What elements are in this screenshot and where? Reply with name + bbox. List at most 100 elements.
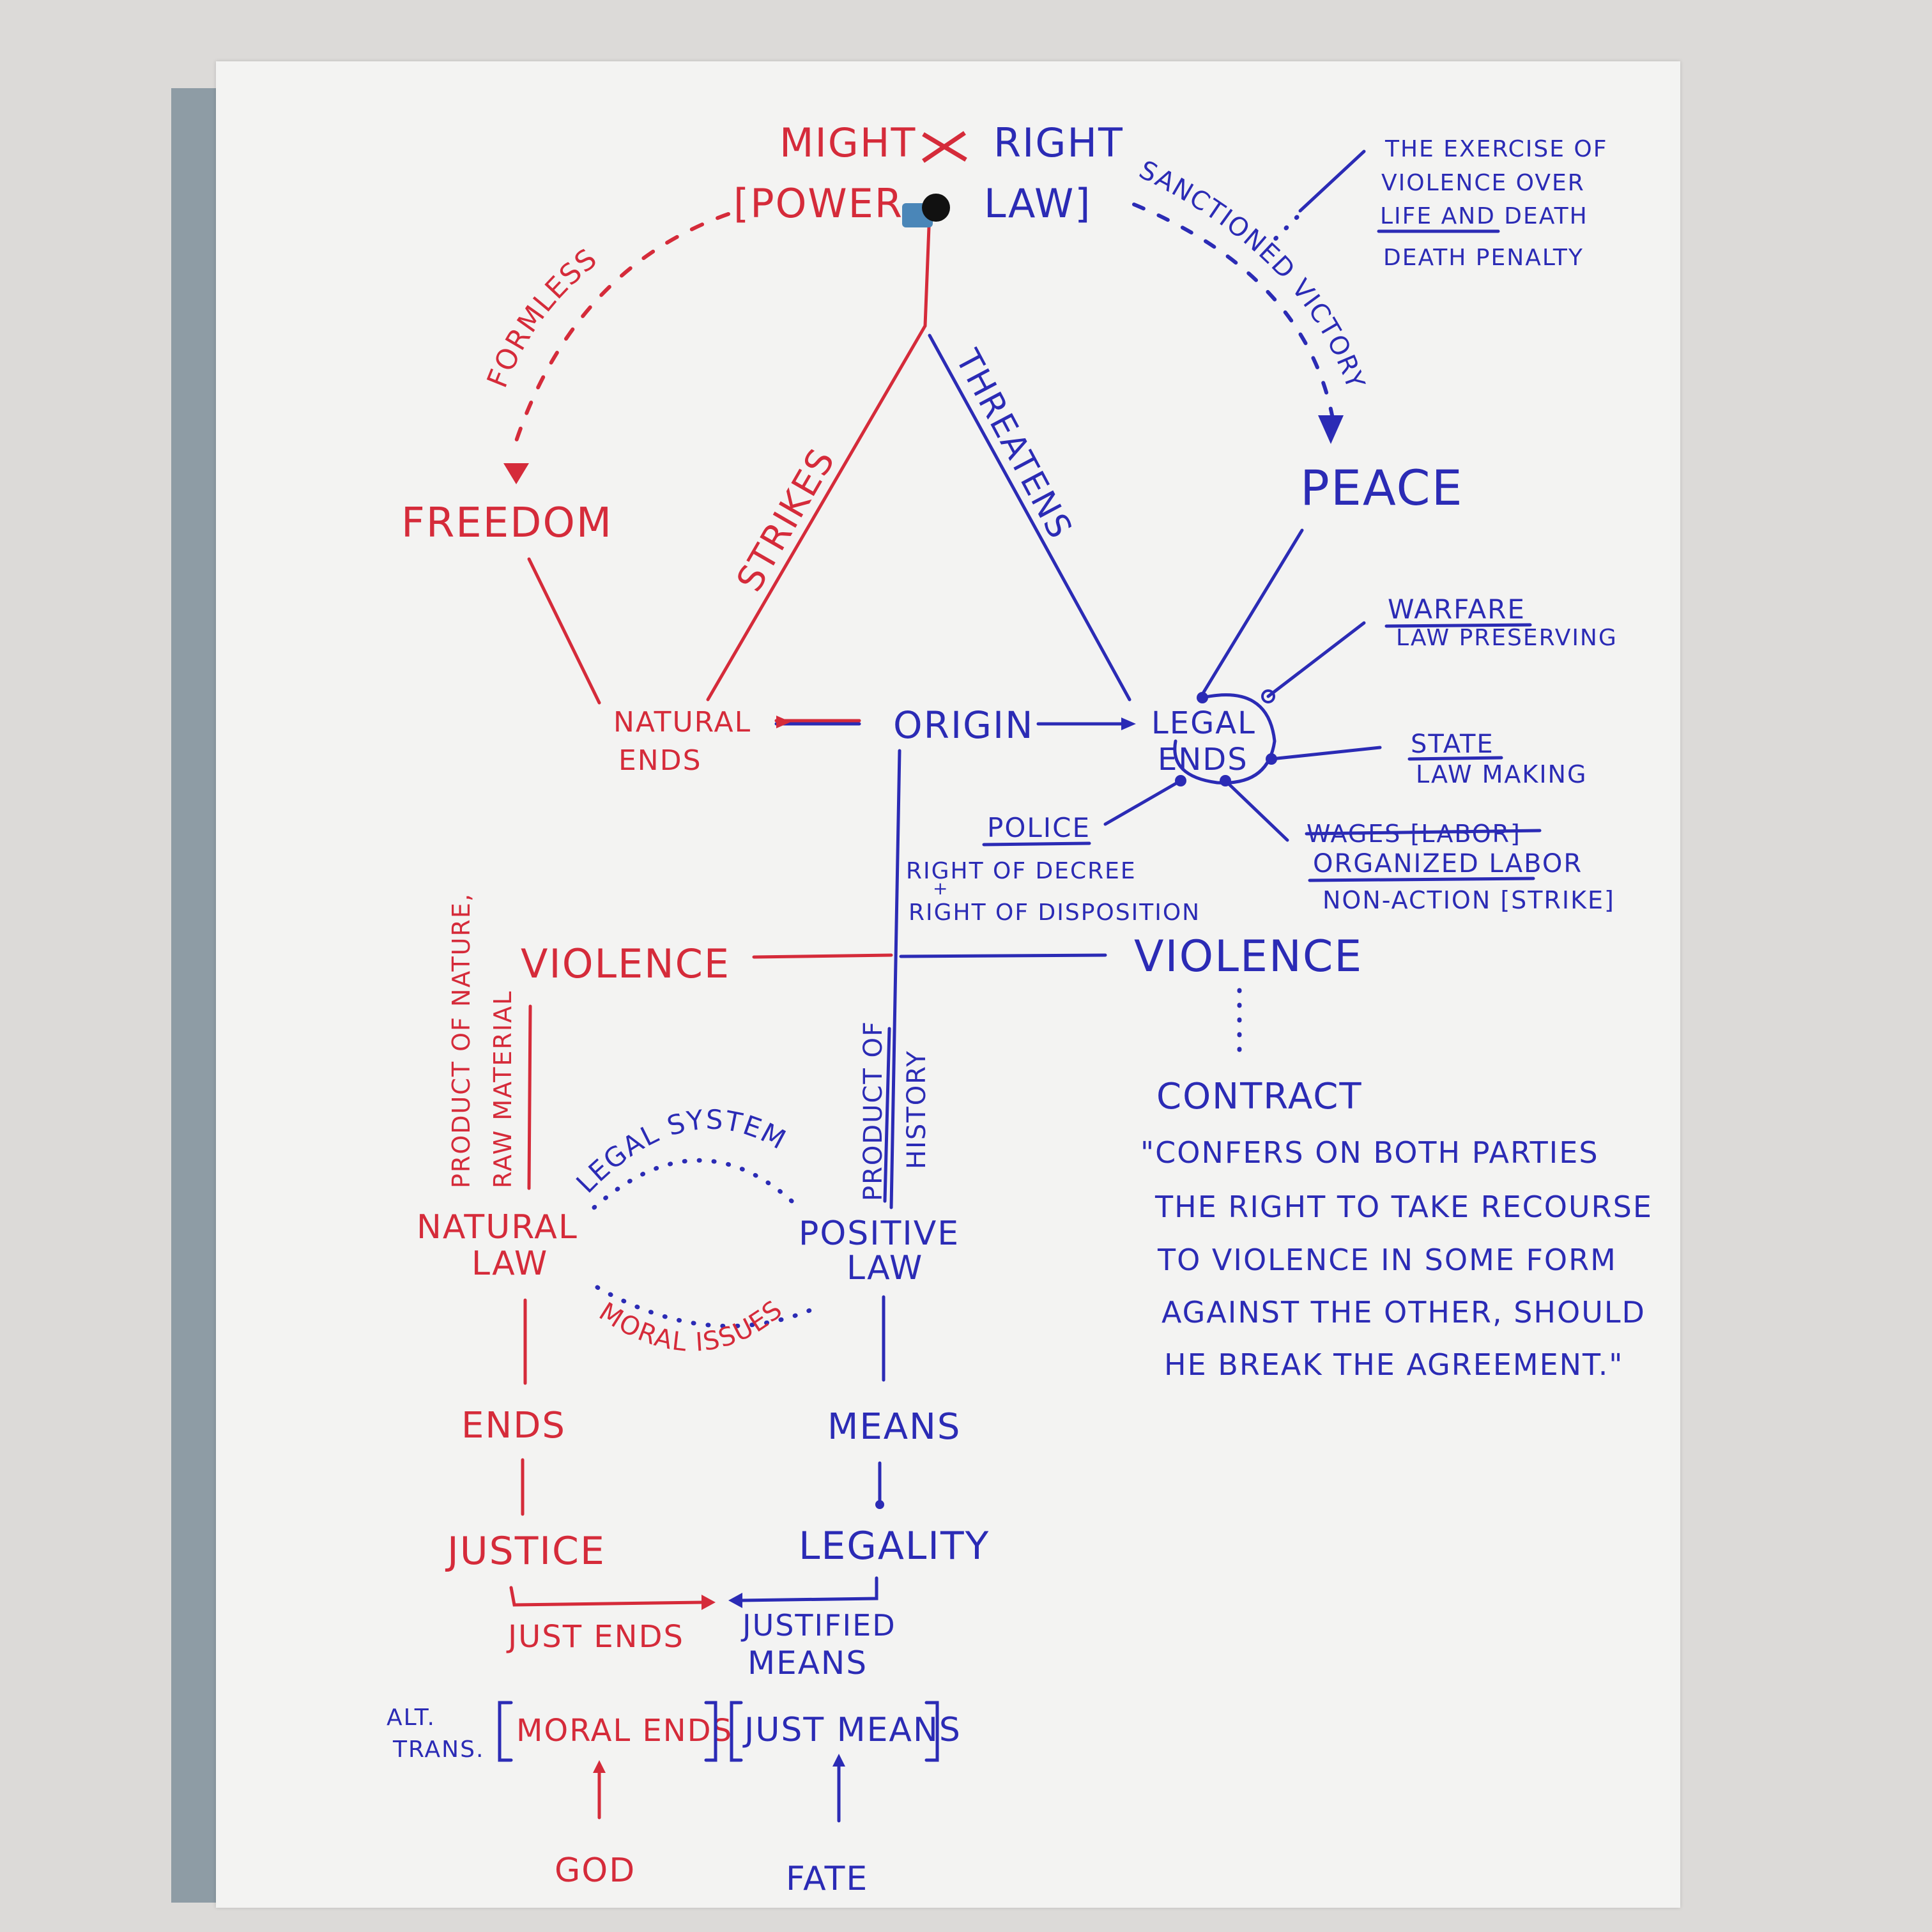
sanctioned-victory-arc — [1132, 203, 1334, 417]
formless-arc — [514, 212, 730, 443]
just-means-label: JUST MEANS — [742, 1711, 962, 1749]
justified-means-line1: JUSTIFIED — [740, 1608, 896, 1643]
warfare-underline — [1384, 623, 1532, 628]
contract-title: CONTRACT — [1156, 1076, 1363, 1117]
strikethrough-line — [1305, 829, 1542, 836]
justice-label: JUSTICE — [445, 1529, 606, 1574]
might-label: MIGHT — [779, 119, 916, 166]
contract-quote-line1: "CONFERS ON BOTH PARTIES — [1140, 1135, 1599, 1170]
violence-left-label: VIOLENCE — [521, 940, 730, 987]
just-ends-label: JUST ENDS — [506, 1619, 684, 1655]
police-label: POLICE — [987, 812, 1091, 843]
note-line3: LIFE AND DEATH — [1380, 203, 1588, 229]
legal-system-dotted-arc — [592, 1158, 804, 1213]
law-making-label: LAW MAKING — [1416, 760, 1587, 788]
god-arrowhead — [593, 1760, 606, 1773]
legal-ends-node — [1175, 775, 1186, 786]
legal-ends-ring — [1173, 693, 1276, 785]
peace-arrowhead — [1318, 415, 1344, 444]
warfare-spoke — [1266, 621, 1366, 698]
product-history-line2: HISTORY — [902, 1050, 931, 1169]
power-label: [POWER — [733, 180, 903, 227]
legal-ends-node — [1261, 689, 1275, 703]
product-nature-line1: PRODUCT OF NATURE, — [447, 893, 475, 1188]
push-pin-icon — [922, 194, 950, 222]
legal-ends-arrowhead — [1121, 717, 1136, 730]
strikes-label: STRIKES — [729, 441, 844, 599]
state-underline — [1407, 756, 1503, 761]
note-pointer-dots — [1272, 215, 1300, 242]
legal-ends-node — [1220, 775, 1231, 786]
violence-left-line — [752, 953, 893, 959]
moral-issues-label: MORAL ISSUES — [594, 1294, 789, 1358]
police-underline — [982, 841, 1091, 847]
note-pointer-line — [1298, 150, 1366, 213]
positive-law-line1: POSITIVE — [799, 1215, 960, 1253]
legal-ends-line2: ENDS — [1158, 742, 1248, 778]
threatens-label: THREATENS — [947, 343, 1079, 546]
moral-ends-label: MORAL ENDS — [516, 1713, 733, 1749]
violence-right-line — [899, 953, 1107, 958]
peace-label: PEACE — [1300, 459, 1464, 516]
state-spoke — [1269, 746, 1382, 761]
legal-ends-node — [1197, 692, 1208, 703]
contract-quote-line3: TO VIOLENCE IN SOME FORM — [1157, 1243, 1617, 1277]
freedom-arrowhead — [503, 463, 529, 484]
freedom-label: FREEDOM — [401, 500, 613, 547]
moral-ends-bracket-right — [704, 1701, 717, 1762]
origin-label: ORIGIN — [893, 703, 1034, 747]
product-nature-underline — [527, 1004, 532, 1190]
freedom-natural-ends-line — [527, 557, 601, 705]
police-plus-label: + — [933, 878, 949, 899]
non-action-strike-label: NON-ACTION [STRIKE] — [1322, 886, 1615, 914]
means-label: MEANS — [827, 1406, 961, 1448]
means-legality-dot — [875, 1500, 884, 1509]
organized-labor-label: ORGANIZED LABOR — [1313, 849, 1583, 878]
god-label: GOD — [555, 1851, 636, 1890]
law-preserving-label: LAW PRESERVING — [1396, 625, 1618, 651]
cross-icon — [922, 131, 967, 163]
fate-label: FATE — [786, 1860, 868, 1898]
product-nature-line2: RAW MATERIAL — [489, 990, 517, 1188]
product-history-line1: PRODUCT OF — [859, 1020, 888, 1201]
just-ends-arrowhead — [702, 1595, 716, 1610]
warfare-label: WARFARE — [1388, 594, 1526, 625]
organized-labor-underline — [1308, 877, 1535, 882]
legality-bracket — [739, 1576, 878, 1602]
alt-trans-line2: TRANS. — [392, 1736, 484, 1763]
labor-spoke — [1223, 779, 1289, 842]
alt-trans-line1: ALT. — [387, 1705, 436, 1731]
right-label: RIGHT — [993, 119, 1124, 166]
police-spoke — [1103, 779, 1183, 826]
note-line2: VIOLENCE OVER — [1381, 170, 1585, 196]
top-stem-line — [923, 209, 931, 328]
contract-quote-line5: HE BREAK THE AGREEMENT." — [1164, 1347, 1623, 1382]
positive-law-line2: LAW — [847, 1249, 923, 1287]
justified-means-line2: MEANS — [747, 1644, 868, 1682]
product-history-underline — [883, 1027, 891, 1203]
right-of-decree-label: RIGHT OF DECREE — [906, 858, 1137, 884]
formless-label: FORMLESS — [481, 242, 604, 392]
law-label: LAW] — [984, 180, 1091, 227]
violence-right-label: VIOLENCE — [1134, 931, 1363, 982]
right-of-disposition-label: RIGHT OF DISPOSITION — [908, 900, 1200, 926]
note-line1: THE EXERCISE OF — [1384, 136, 1607, 162]
just-means-bracket-right — [924, 1701, 939, 1762]
contract-quote-line4: AGAINST THE OTHER, SHOULD — [1162, 1295, 1646, 1330]
natural-ends-arrowhead — [776, 716, 791, 728]
legal-ends-node — [1266, 753, 1277, 765]
natural-ends-line2: ENDS — [618, 744, 702, 777]
peace-legal-ends-line — [1199, 528, 1304, 698]
legal-system-label: LEGAL SYSTEM — [570, 1103, 792, 1199]
natural-law-line1: NATURAL — [417, 1208, 578, 1246]
contract-quote-line2: THE RIGHT TO TAKE RECOURSE — [1154, 1190, 1653, 1224]
justice-bracket — [509, 1586, 705, 1607]
death-penalty-label: DEATH PENALTY — [1383, 245, 1584, 271]
moral-issues-dotted-arc — [595, 1285, 814, 1329]
moral-ends-bracket-left — [498, 1701, 513, 1762]
just-means-bracket-left — [730, 1701, 743, 1762]
justified-means-arrowhead — [728, 1593, 742, 1608]
state-label: STATE — [1411, 730, 1494, 759]
strikes-line — [706, 324, 927, 702]
